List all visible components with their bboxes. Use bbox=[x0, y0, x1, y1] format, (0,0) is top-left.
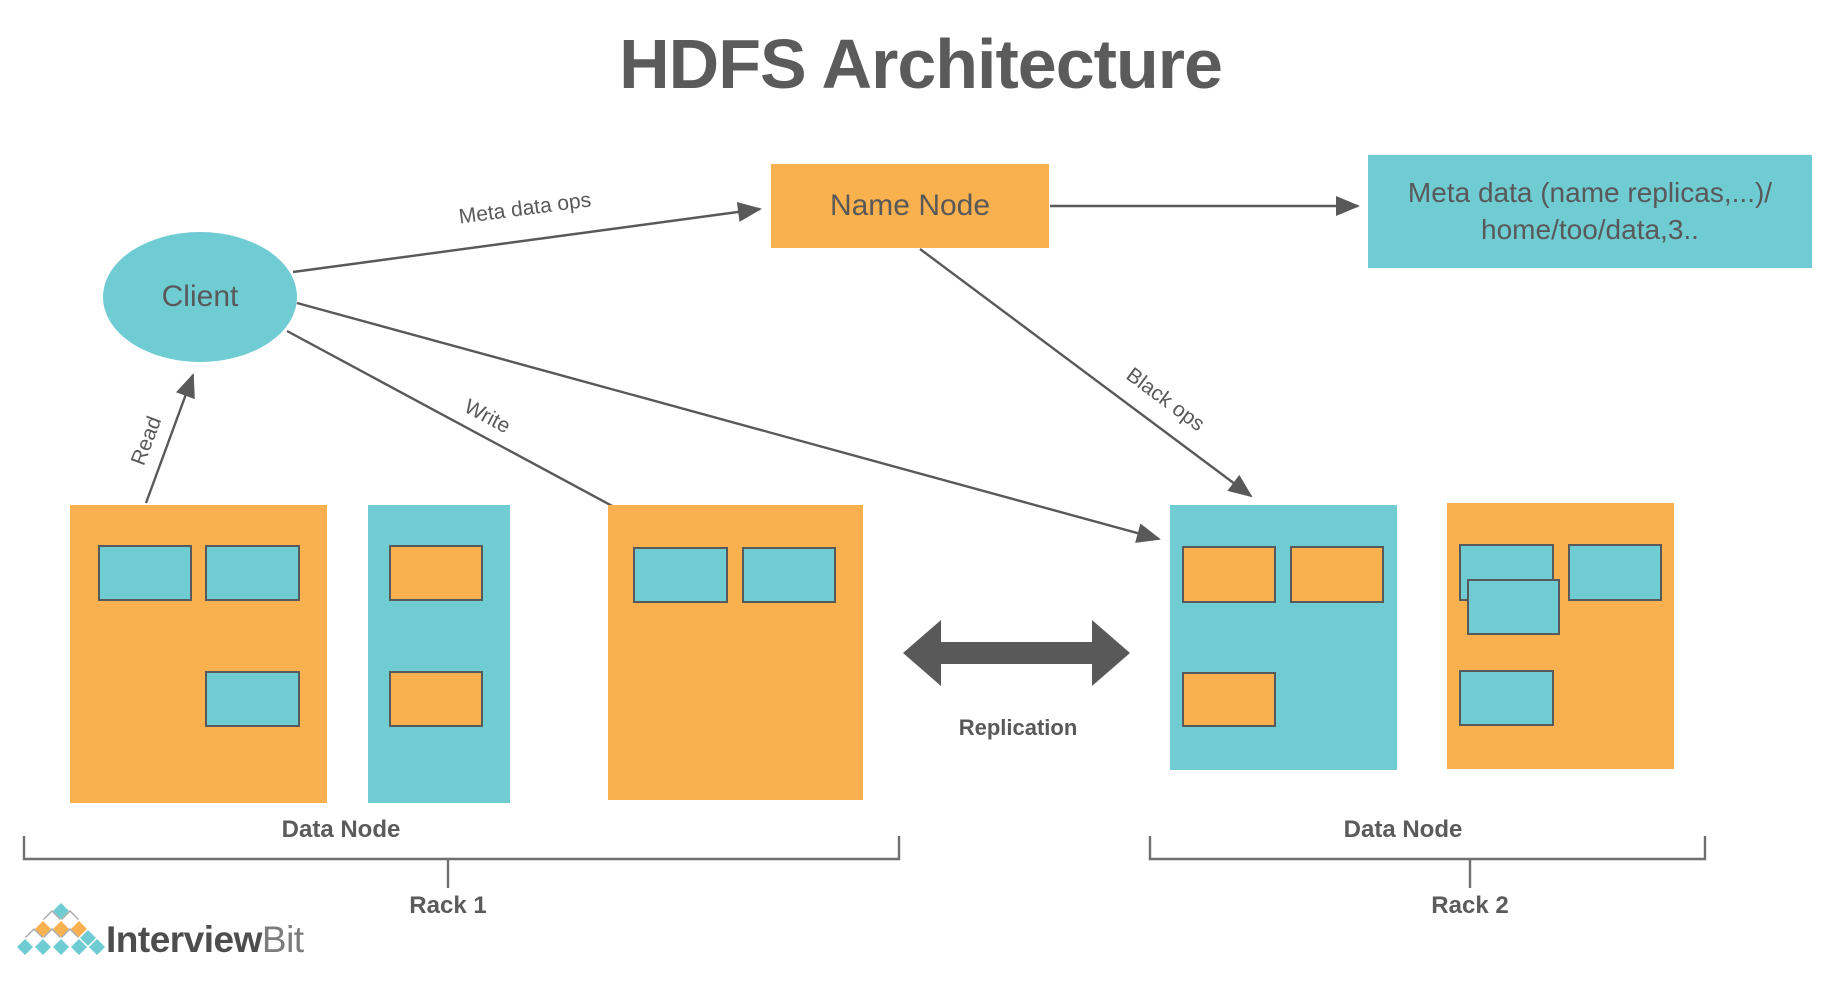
datanode-rack1-2 bbox=[368, 505, 510, 803]
data-block bbox=[1459, 670, 1554, 726]
data-block bbox=[205, 671, 300, 727]
edge-label-write: Write bbox=[460, 394, 515, 439]
logo-pyramid-icon bbox=[15, 901, 107, 957]
data-block bbox=[389, 545, 483, 601]
data-block bbox=[389, 671, 483, 727]
rack2-datanode-label: Data Node bbox=[1343, 816, 1463, 843]
data-block bbox=[1182, 546, 1276, 603]
rack2-label: Rack 2 bbox=[1431, 892, 1509, 919]
datanode-rack2-2 bbox=[1447, 503, 1674, 769]
edge-namenode-to-rack2-blackops bbox=[919, 248, 1253, 498]
data-block bbox=[633, 547, 728, 603]
meta-data-line2: home/too/data,3.. bbox=[1481, 213, 1699, 245]
logo-text-bit: Bit bbox=[261, 919, 304, 960]
logo-wordmark: InterviewBit bbox=[106, 919, 304, 961]
datanode-rack1-3 bbox=[608, 505, 863, 800]
client-label: Client bbox=[161, 280, 239, 313]
data-block bbox=[1182, 672, 1276, 727]
name-node-label: Name Node bbox=[829, 189, 991, 222]
data-block-overlap bbox=[1467, 579, 1560, 635]
meta-data-line1: Meta data (name replicas,...)/ bbox=[1407, 176, 1773, 208]
data-block bbox=[1568, 544, 1662, 601]
rack1-datanode-label: Data Node bbox=[281, 816, 401, 843]
rack1-label: Rack 1 bbox=[409, 892, 487, 919]
edge-label-black-ops: Black ops bbox=[1121, 363, 1209, 436]
replication-label: Replication bbox=[958, 715, 1078, 740]
page-title: HDFS Architecture bbox=[619, 25, 1223, 103]
edge-label-read: Read bbox=[126, 413, 167, 469]
data-block bbox=[205, 545, 300, 601]
edge-client-to-rack2 bbox=[296, 301, 1161, 543]
logo-text-interview: Interview bbox=[106, 919, 262, 960]
data-block bbox=[742, 547, 836, 603]
datanode-rack1-1 bbox=[70, 505, 327, 803]
replication-double-arrow bbox=[903, 620, 1130, 686]
client-node: Client bbox=[103, 232, 297, 362]
edge-label-meta-data-ops: Meta data ops bbox=[457, 188, 593, 229]
data-block bbox=[1290, 546, 1384, 603]
name-node: Name Node bbox=[771, 164, 1049, 248]
datanode-rack2-1 bbox=[1170, 505, 1397, 770]
data-block bbox=[98, 545, 192, 601]
rack1-bracket bbox=[22, 836, 901, 888]
meta-data-node: Meta data (name replicas,...)/ home/too/… bbox=[1368, 155, 1812, 268]
